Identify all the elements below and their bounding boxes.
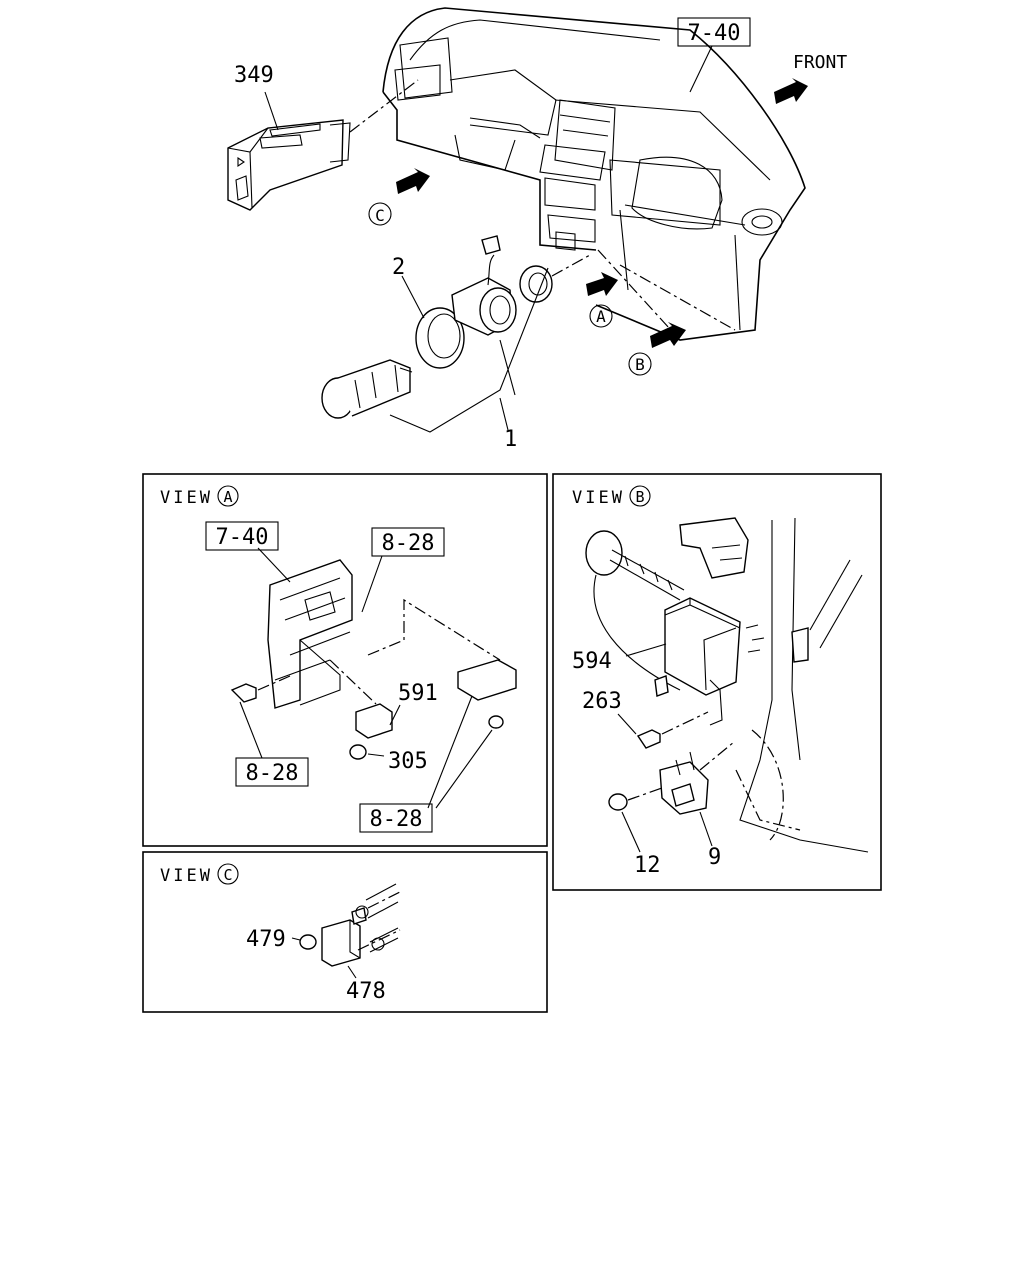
view-a-caption: VIEW [160,488,213,508]
label-1: 1 [504,427,517,452]
marker-a-circle [589,304,613,328]
view-b-panel: VIEW B [552,473,882,891]
arrow-b [650,322,686,348]
view-c-marker: C [223,866,232,884]
label-479: 479 [246,927,286,952]
marker-a-text: A [596,307,606,326]
front-label: FRONT [793,52,847,73]
view-c-panel: VIEW C 479 478 [142,851,548,1013]
label-478: 478 [346,979,386,1004]
arrow-c [396,168,430,194]
cigar-lighter-assembly [321,235,591,433]
arrow-a [586,272,618,296]
marker-c-circle [368,202,392,226]
label-263: 263 [582,689,622,714]
dashboard-assembly [382,7,806,341]
switch-349 [227,79,419,211]
label-349: 349 [234,63,274,88]
ref-a-8-28-bottom: 8-28 [370,807,423,832]
view-a-marker: A [223,488,232,506]
marker-b-text: B [635,355,645,374]
marker-b-circle [628,352,652,376]
label-591: 591 [398,681,438,706]
view-b-caption: VIEW [572,488,625,508]
label-594: 594 [572,649,612,674]
front-arrow [774,78,808,104]
view-arrows [396,78,808,348]
label-9: 9 [708,845,721,870]
ref-box-main-7-40 [677,17,751,47]
label-305: 305 [388,749,428,774]
ref-a-8-28-left: 8-28 [246,761,299,786]
label-2: 2 [392,255,405,280]
view-c-caption: VIEW [160,866,213,886]
ref-a-7-40: 7-40 [216,525,269,550]
marker-c-text: C [375,206,385,225]
ref-a-8-28-top: 8-28 [382,531,435,556]
view-b-marker: B [635,488,644,506]
label-12: 12 [634,853,661,878]
view-a-panel: VIEW A 7-40 8-28 591 305 8-28 [142,473,548,847]
ref-main-7-40: 7-40 [688,21,741,46]
